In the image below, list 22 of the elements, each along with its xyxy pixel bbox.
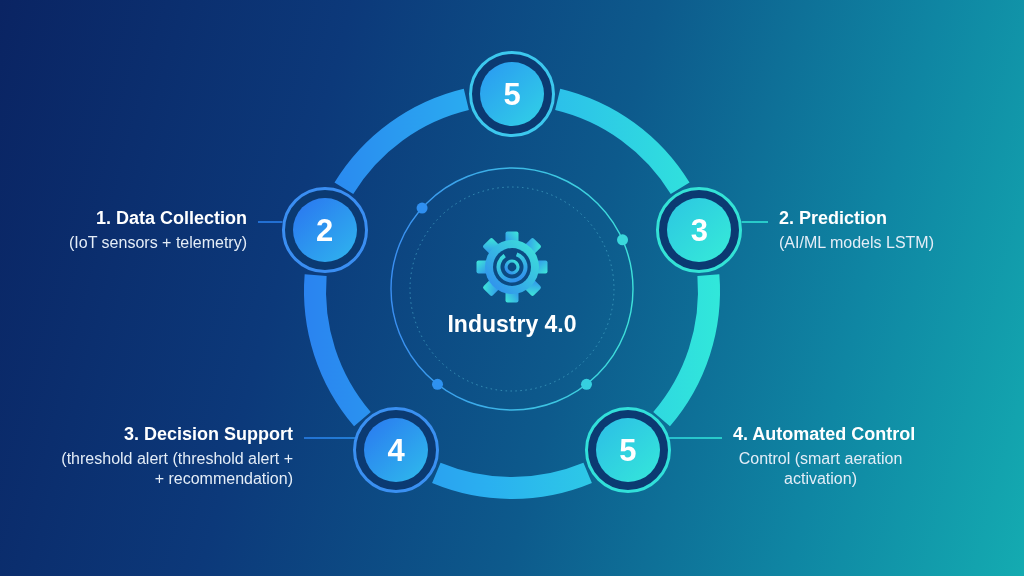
- step-number: 5: [503, 78, 521, 110]
- step-number: 2: [316, 214, 334, 246]
- leader-line: [303, 437, 356, 439]
- hub-title: Industry 4.0: [447, 310, 577, 338]
- ring-segment: [432, 462, 592, 499]
- step-description: Control (smart aeration activation): [738, 449, 903, 489]
- step-heading: 3. Decision Support: [123, 423, 293, 446]
- step-description: (AI/ML models LSTM): [779, 233, 935, 253]
- step-heading: 2. Prediction: [779, 207, 888, 230]
- step-description: (IoT sensors + telemetry): [68, 233, 247, 253]
- ring-segment: [652, 274, 720, 426]
- leader-line: [740, 221, 769, 223]
- step-heading: 1. Data Collection: [95, 207, 247, 230]
- step-number: 3: [690, 214, 708, 246]
- step-description: (threshold alert (threshold alert + + recommendation): [60, 449, 293, 489]
- ring-segment: [554, 88, 690, 195]
- step-number: 4: [387, 434, 405, 466]
- step-number: 5: [619, 434, 637, 466]
- leader-line: [257, 221, 284, 223]
- ring-segment: [304, 274, 372, 426]
- leader-line: [668, 437, 723, 439]
- step-heading: 4. Automated Control: [733, 423, 916, 446]
